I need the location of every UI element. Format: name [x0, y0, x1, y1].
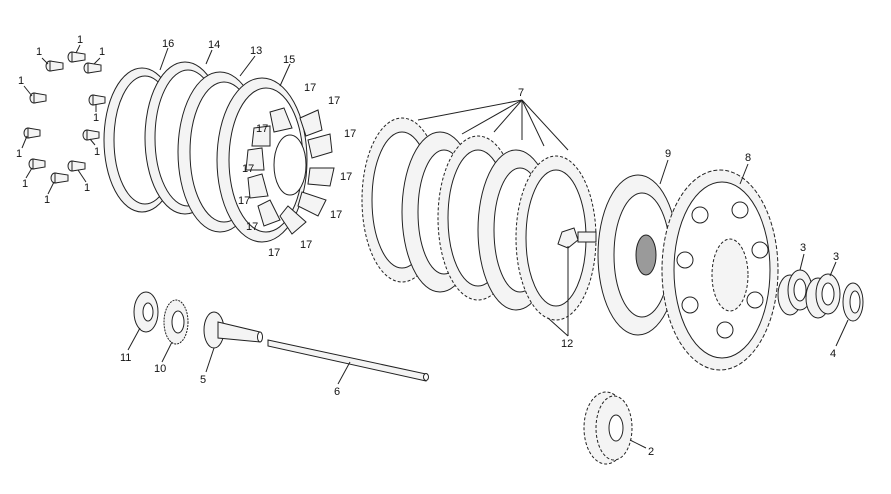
- needle-bearing-3b: [805, 273, 841, 319]
- bolt: [23, 127, 41, 139]
- callout-1: 1: [16, 148, 22, 160]
- callout-1: 1: [77, 34, 83, 46]
- callout-17: 17: [238, 195, 250, 207]
- callout-2: 2: [648, 446, 654, 458]
- callout-17: 17: [330, 209, 342, 221]
- callout-17: 17: [340, 171, 352, 183]
- callout-15: 15: [283, 54, 295, 66]
- callout-7: 7: [518, 87, 524, 99]
- friction-disc: [515, 155, 597, 321]
- clutch-basket-9: [597, 174, 679, 336]
- callout-17: 17: [246, 221, 258, 233]
- callout-17: 17: [304, 82, 316, 94]
- washer-4: [842, 282, 864, 322]
- callout-11: 11: [120, 352, 131, 364]
- callout-1: 1: [44, 194, 50, 206]
- callout-1: 1: [93, 112, 99, 124]
- pushrod-piece-5: [203, 311, 263, 349]
- hub-nut-12: [557, 227, 597, 249]
- callout-1: 1: [84, 182, 90, 194]
- callout-10: 10: [154, 363, 166, 375]
- callout-13: 13: [250, 45, 262, 57]
- callout-3: 3: [800, 242, 806, 254]
- thrust-bearing-10: [163, 299, 189, 345]
- bolt: [28, 158, 46, 170]
- bolt: [50, 172, 69, 184]
- primary-gear-8: [661, 169, 779, 371]
- callout-8: 8: [745, 152, 751, 164]
- callout-17: 17: [344, 128, 356, 140]
- bolt: [83, 62, 102, 74]
- callout-17: 17: [256, 123, 268, 135]
- bolt: [45, 60, 64, 72]
- callout-labels: 1 1 1 1 1 1 1 1 1 1 16 14 13 15 17 17 17…: [16, 34, 839, 458]
- washer-11: [133, 291, 159, 333]
- callout-16: 16: [162, 38, 174, 50]
- callout-17: 17: [328, 95, 340, 107]
- callout-6: 6: [334, 386, 340, 398]
- callout-1: 1: [22, 178, 28, 190]
- callout-17: 17: [300, 239, 312, 251]
- callout-3: 3: [833, 251, 839, 263]
- bolt: [82, 129, 100, 141]
- gear-2: [583, 391, 633, 465]
- bolt: [29, 92, 47, 104]
- callout-1: 1: [94, 146, 100, 158]
- callout-17: 17: [268, 247, 280, 259]
- diaphragm-disc-15: [216, 77, 335, 243]
- leader-lines: [21, 44, 849, 449]
- clutch-disc-pack: [361, 117, 597, 321]
- bolt: [67, 51, 86, 63]
- pushrod-6: [267, 339, 429, 382]
- callout-4: 4: [830, 348, 836, 360]
- callout-17: 17: [242, 163, 254, 175]
- callout-9: 9: [665, 148, 671, 160]
- bolt: [67, 160, 86, 172]
- callout-12: 12: [561, 338, 573, 350]
- callout-14: 14: [208, 39, 220, 51]
- spring-fingers: [245, 107, 335, 235]
- callout-1: 1: [99, 46, 105, 58]
- bolt: [88, 94, 106, 106]
- callout-5: 5: [200, 374, 206, 386]
- callout-1: 1: [18, 75, 24, 87]
- callout-1: 1: [36, 46, 42, 58]
